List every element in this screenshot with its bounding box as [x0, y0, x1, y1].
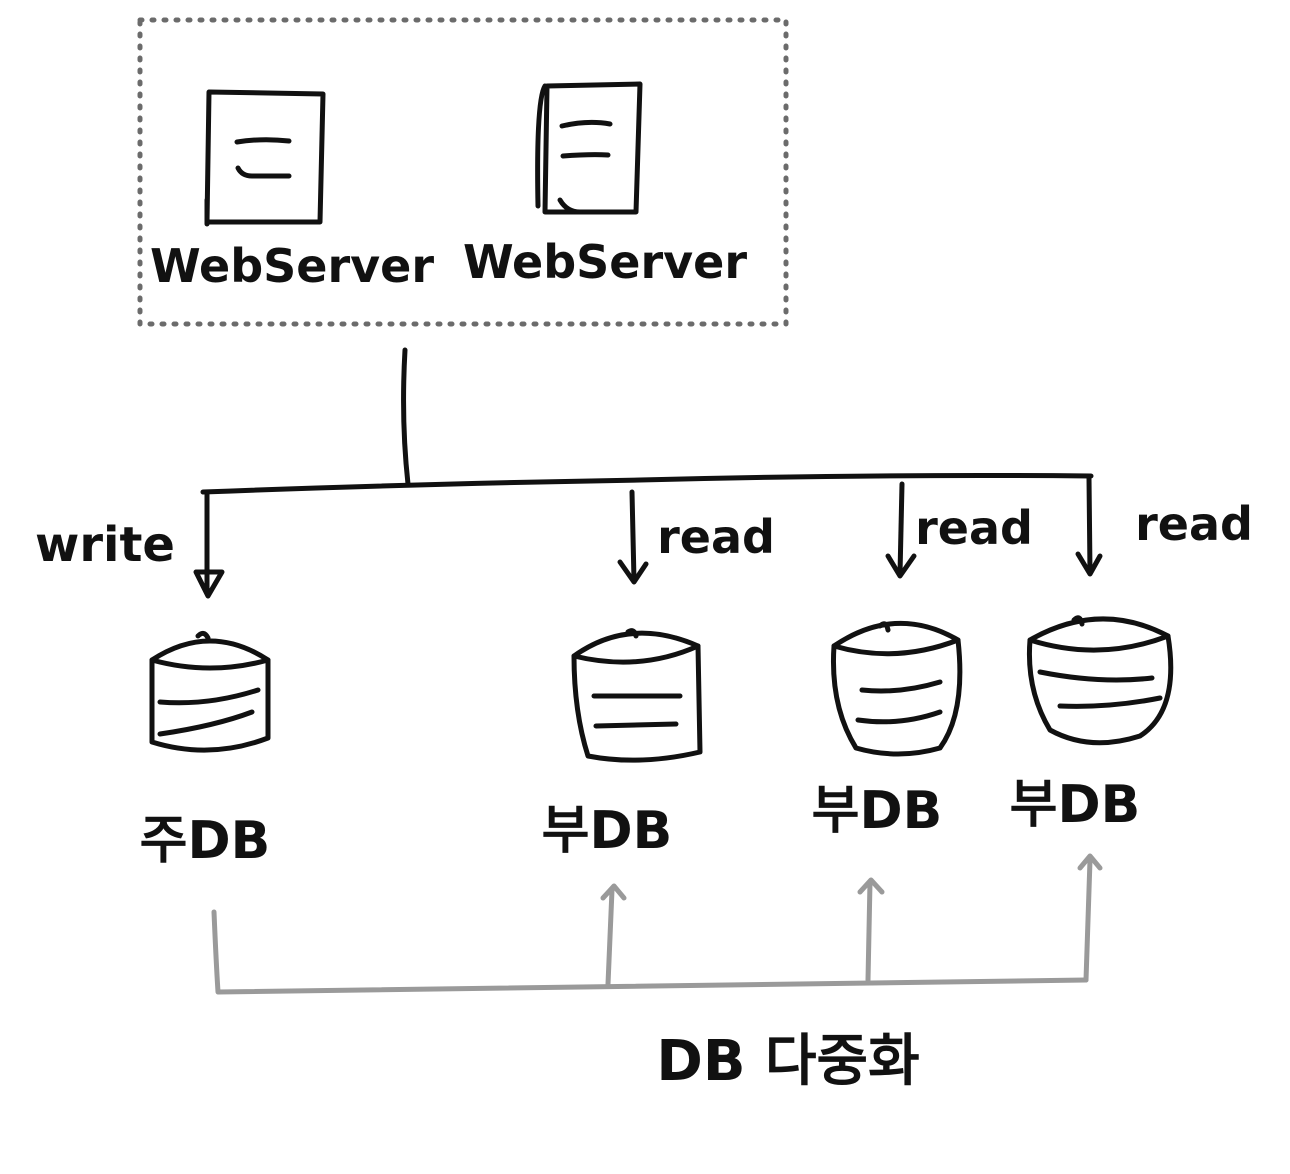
server-icon	[535, 81, 643, 215]
primary-db-label: 주DB	[140, 811, 271, 871]
replica-db-label-1: 부DB	[542, 801, 673, 861]
database-icon	[149, 630, 271, 753]
database-icon	[1026, 615, 1174, 746]
web-server-group-border	[137, 17, 789, 327]
database-icon	[571, 628, 703, 763]
replication-bracket	[211, 853, 1103, 995]
web-server-label-2: WebServer	[463, 235, 747, 289]
distribution-bus	[200, 473, 1094, 495]
trunk-line	[401, 347, 411, 487]
write-label: write	[35, 517, 175, 573]
read-label-1: read	[657, 510, 775, 564]
write-arrow	[193, 491, 225, 599]
read-label-3: read	[1135, 497, 1253, 551]
replication-label: DB 다중화	[656, 1029, 919, 1094]
read-arrow	[1075, 475, 1103, 577]
read-arrow	[885, 481, 917, 579]
replica-db-label-3: 부DB	[1010, 775, 1141, 835]
web-server-label-1: WebServer	[150, 239, 434, 293]
read-arrow	[617, 489, 649, 585]
replica-db-label-2: 부DB	[812, 781, 943, 841]
database-icon	[831, 621, 963, 757]
read-label-2: read	[915, 501, 1033, 555]
server-icon	[204, 89, 326, 227]
